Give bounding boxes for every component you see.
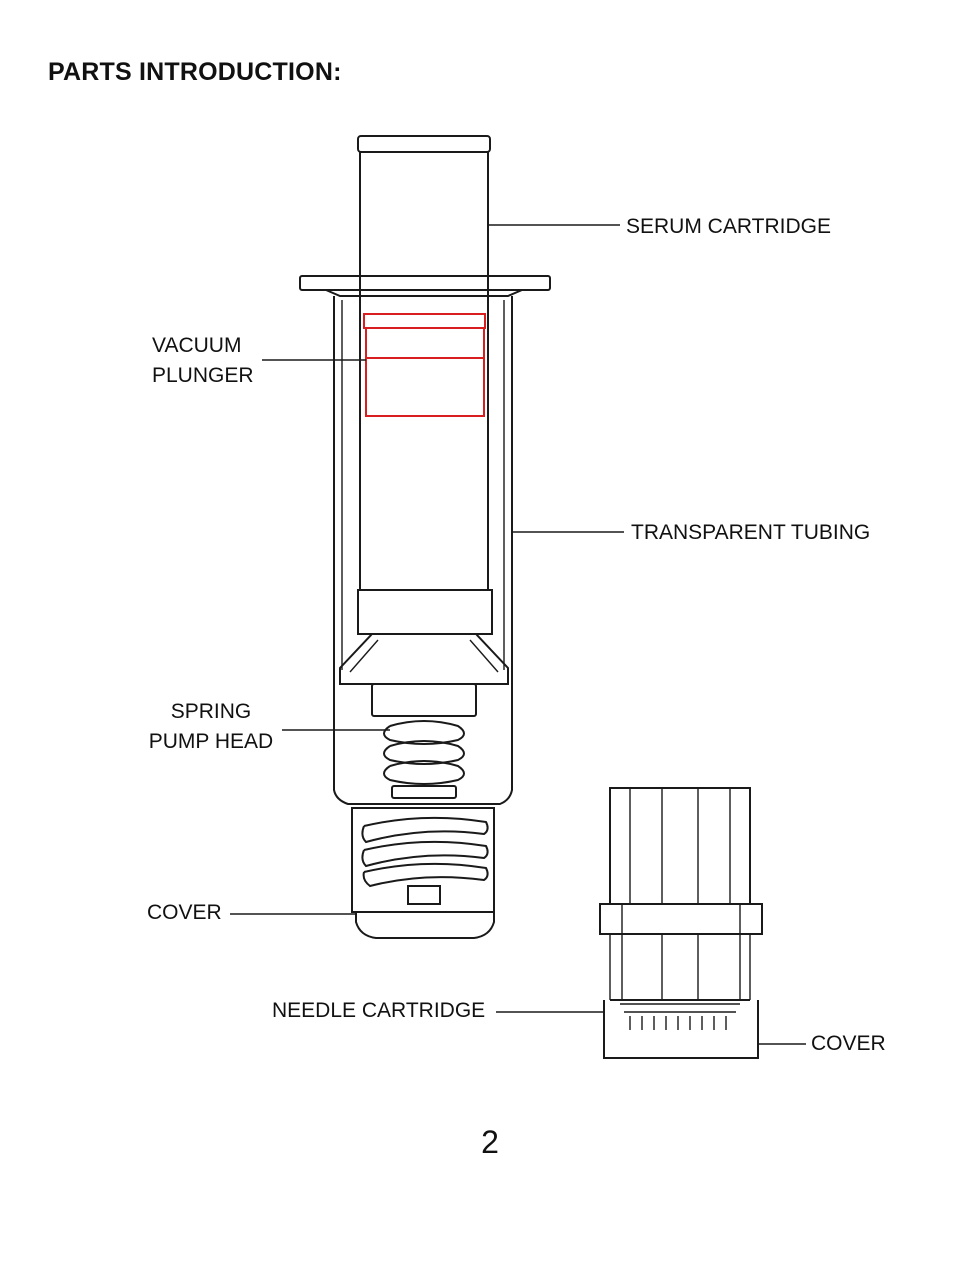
needle-cartridge-part	[599, 787, 763, 1030]
transparent-tubing-part	[299, 275, 551, 678]
serum-cartridge-part	[357, 135, 491, 590]
cover-right-part	[603, 1000, 759, 1059]
page-title: PARTS INTRODUCTION:	[48, 58, 342, 86]
page-number: 2	[481, 1124, 499, 1160]
pump-head-thread-part	[351, 807, 495, 913]
label-vacuum-line1: VACUUM	[152, 334, 242, 357]
cover-left-part	[355, 912, 495, 939]
label-pump-head-line2: PUMP HEAD	[148, 730, 274, 753]
spring-part	[383, 720, 465, 799]
label-needle-cartridge: NEEDLE CARTRIDGE	[272, 999, 486, 1022]
vacuum-plunger-part	[363, 313, 486, 417]
barrel-lower-part	[333, 589, 513, 805]
label-cover-left: COVER	[147, 901, 222, 924]
label-spring-line1: SPRING	[170, 700, 252, 723]
label-transparent-tubing: TRANSPARENT TUBING	[631, 521, 871, 544]
label-cover-right: COVER	[811, 1032, 886, 1055]
label-serum-cartridge: SERUM CARTRIDGE	[626, 215, 831, 238]
label-plunger-line2: PLUNGER	[152, 364, 254, 387]
